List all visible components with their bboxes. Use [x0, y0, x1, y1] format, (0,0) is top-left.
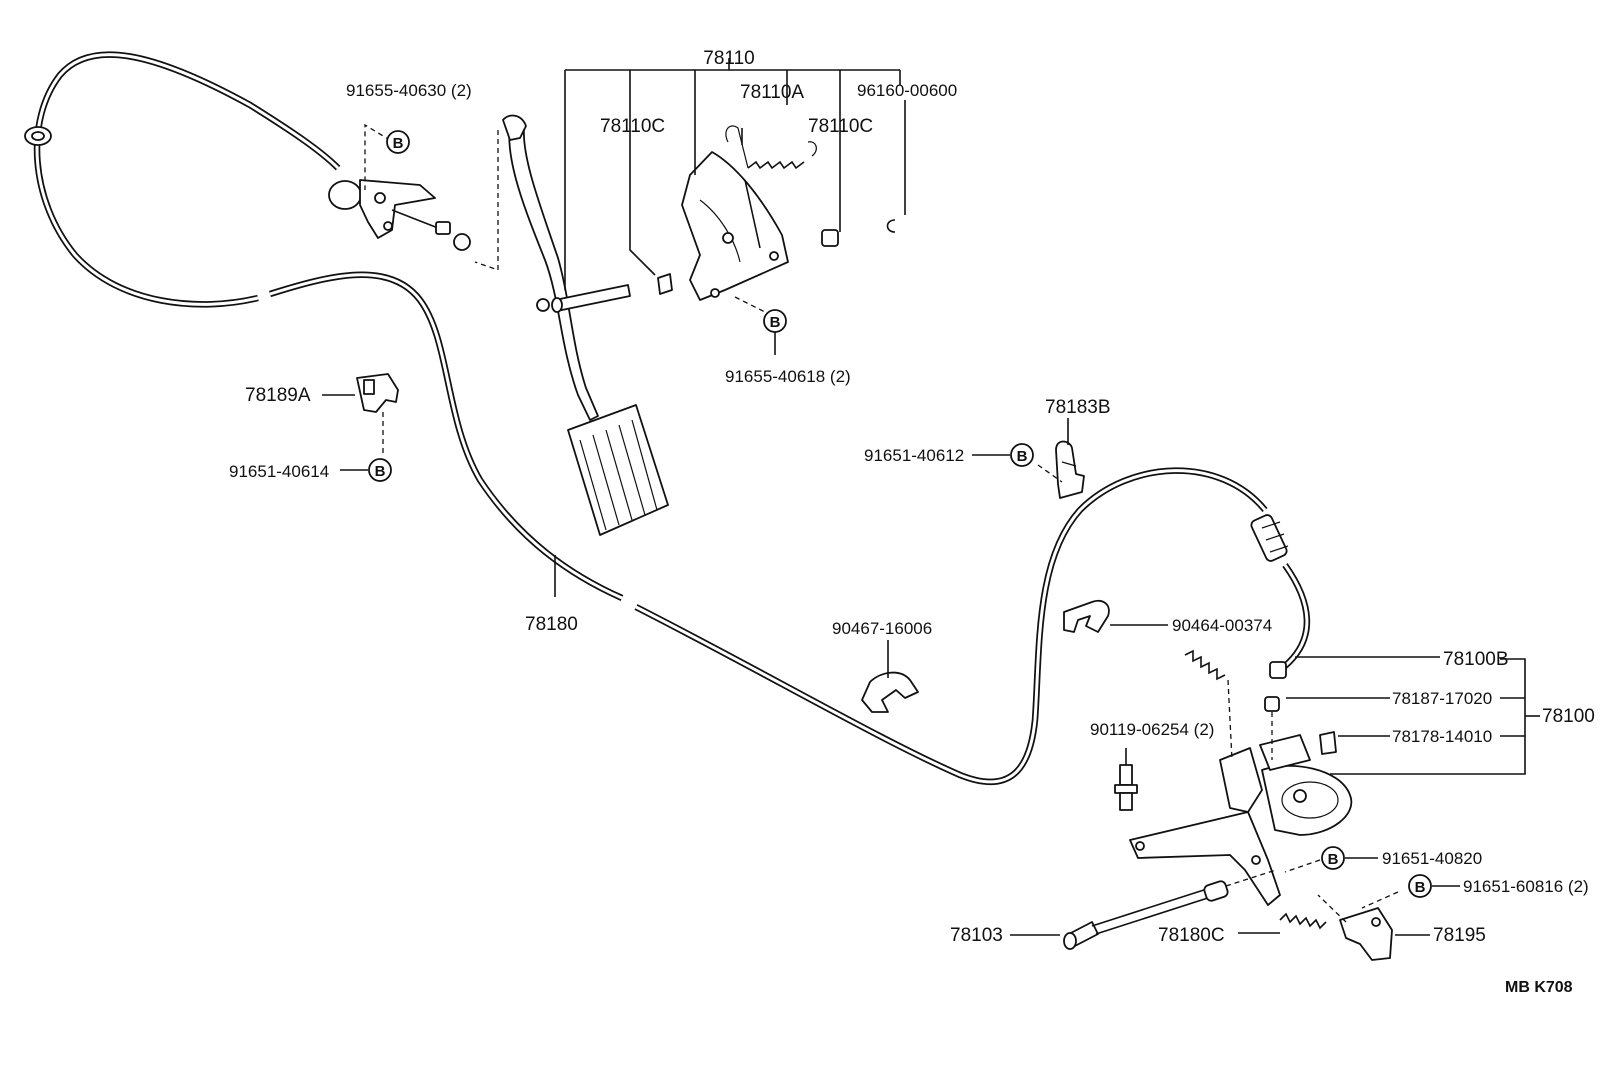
label-78180: 78180 — [525, 614, 578, 635]
bolt-marker-91655-40630: B — [386, 130, 410, 154]
svg-text:B: B — [770, 314, 781, 331]
svg-text:B: B — [1017, 448, 1028, 465]
accelerator-cable-78180 — [24, 51, 1311, 786]
svg-text:B: B — [375, 463, 386, 480]
label-78110A: 78110A — [740, 82, 804, 103]
rod-78103 — [1063, 869, 1277, 950]
clamp-78183B — [1055, 440, 1085, 499]
cable-end-bracket — [328, 179, 471, 251]
label-78103: 78103 — [950, 925, 1003, 946]
clip-90464-00374 — [1063, 599, 1110, 633]
label-90119-06254: 90119-06254 (2) — [1090, 720, 1214, 739]
spring-78180C — [1279, 912, 1327, 930]
pedal-bracket — [657, 125, 896, 301]
bolt-marker-91651-40820: B — [1321, 846, 1345, 870]
label-90467-16006: 90467-16006 — [832, 619, 932, 638]
bolt-marker-91651-40612: B — [1010, 443, 1034, 467]
label-78187-17020: 78187-17020 — [1392, 689, 1492, 708]
bolt-marker-91651-60816: B — [1408, 874, 1432, 898]
diagram-code: MB K708 — [1505, 979, 1573, 996]
label-78110C-left: 78110C — [600, 116, 665, 137]
label-90464-00374: 90464-00374 — [1172, 616, 1272, 635]
clamp-78189A — [356, 373, 399, 413]
label-91655-40630: 91655-40630 (2) — [346, 81, 472, 100]
label-78110C-right: 78110C — [808, 116, 873, 137]
svg-text:B: B — [1415, 879, 1426, 896]
label-96160-00600: 96160-00600 — [857, 81, 957, 100]
accelerator-pedal-arm — [502, 114, 669, 536]
leader-lines — [322, 58, 1540, 936]
bolt-marker-91655-40618: B — [763, 309, 787, 333]
label-78110: 78110 — [703, 48, 754, 69]
label-78180C: 78180C — [1158, 925, 1225, 946]
throttle-bracket-assembly — [1114, 649, 1353, 906]
label-78189A: 78189A — [245, 385, 311, 406]
label-78178-14010: 78178-14010 — [1392, 727, 1492, 746]
bracket-78195 — [1317, 894, 1393, 961]
label-78195: 78195 — [1433, 925, 1486, 946]
label-78100: 78100 — [1542, 706, 1595, 727]
label-91651-60816: 91651-60816 (2) — [1463, 877, 1589, 896]
label-91651-40614: 91651-40614 — [229, 462, 329, 481]
svg-text:B: B — [393, 135, 404, 152]
clip-90467-16006 — [861, 671, 919, 713]
label-78100B: 78100B — [1443, 649, 1509, 670]
label-91651-40612: 91651-40612 — [864, 446, 964, 465]
label-78183B: 78183B — [1045, 397, 1111, 418]
svg-text:B: B — [1328, 851, 1339, 868]
bolt-marker-91651-40614: B — [368, 458, 392, 482]
label-91651-40820: 91651-40820 — [1382, 849, 1482, 868]
label-91655-40618: 91655-40618 (2) — [725, 367, 851, 386]
